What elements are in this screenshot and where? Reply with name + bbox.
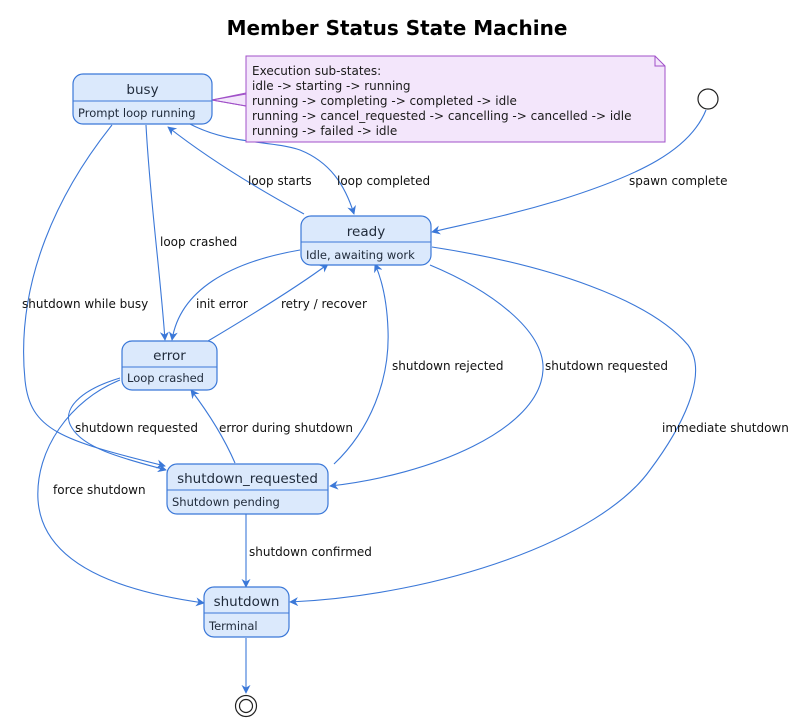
state-description: Shutdown pending: [172, 495, 280, 509]
label-error-during-shutdown: error during shutdown: [219, 421, 353, 435]
note-box: [245, 55, 666, 143]
note-line: Execution sub-states:: [252, 64, 381, 78]
initial-state-icon: [697, 88, 719, 110]
state-busy[interactable]: busy Prompt loop running: [72, 73, 213, 125]
state-shutdown-requested[interactable]: shutdown_requested Shutdown pending: [166, 463, 329, 515]
edge-immediate-shutdown: [289, 246, 697, 607]
state-shutdown[interactable]: shutdown Terminal: [203, 586, 290, 638]
edge-spawn-complete: [431, 109, 707, 235]
state-description: Prompt loop running: [78, 106, 196, 120]
state-description: Terminal: [208, 619, 258, 633]
transitions: [23, 109, 707, 694]
label-error-shutdown-requested: shutdown requested: [75, 421, 198, 435]
note-line: running -> failed -> idle: [252, 124, 397, 138]
label-shutdown-rejected: shutdown rejected: [392, 359, 503, 373]
state-error[interactable]: error Loop crashed: [121, 340, 218, 391]
edge-error-during-shutdown: [190, 389, 236, 464]
label-loop-starts: loop starts: [248, 174, 312, 188]
label-force-shutdown: force shutdown: [53, 483, 146, 497]
state-description: Loop crashed: [127, 371, 204, 385]
label-ready-shutdown-requested: shutdown requested: [545, 359, 668, 373]
edge-loop-crashed: [145, 124, 169, 341]
edge-force-shutdown: [37, 379, 205, 607]
diagram-title: Member Status State Machine: [227, 16, 568, 40]
state-ready[interactable]: ready Idle, awaiting work: [300, 215, 432, 266]
state-name: busy: [126, 82, 158, 98]
label-immediate-shutdown: immediate shutdown: [662, 421, 789, 435]
edge-init-error: [168, 249, 301, 341]
state-name: shutdown_requested: [177, 471, 318, 487]
state-name: ready: [347, 224, 385, 240]
label-loop-completed: loop completed: [337, 174, 430, 188]
edge-shutdown-while-busy: [23, 124, 166, 469]
note-line: running -> cancel_requested -> cancellin…: [252, 109, 631, 123]
label-shutdown-while-busy: shutdown while busy: [22, 297, 148, 311]
edge-retry-recover: [207, 263, 329, 342]
label-retry-recover: retry / recover: [281, 297, 367, 311]
state-description: Idle, awaiting work: [306, 248, 415, 262]
state-name: error: [153, 348, 186, 364]
note-line: running -> completing -> completed -> id…: [252, 94, 517, 108]
edge-loop-completed: [189, 123, 356, 215]
note-line: idle -> starting -> running: [252, 79, 411, 93]
label-shutdown-confirmed: shutdown confirmed: [249, 545, 372, 559]
edge-ready-shutdown-requested: [329, 264, 544, 490]
transition-labels: spawn complete loop starts loop complete…: [22, 174, 789, 559]
edge-shutdown-rejected: [333, 263, 389, 465]
final-state-icon: [234, 694, 258, 718]
state-name: shutdown: [214, 594, 280, 610]
edge-error-shutdown-requested: [67, 377, 167, 473]
label-init-error: init error: [196, 297, 248, 311]
label-spawn-complete: spawn complete: [629, 174, 728, 188]
execution-substates-note: Execution sub-states: idle -> starting -…: [211, 55, 666, 143]
label-loop-crashed: loop crashed: [160, 235, 237, 249]
edge-loop-starts: [167, 126, 305, 215]
